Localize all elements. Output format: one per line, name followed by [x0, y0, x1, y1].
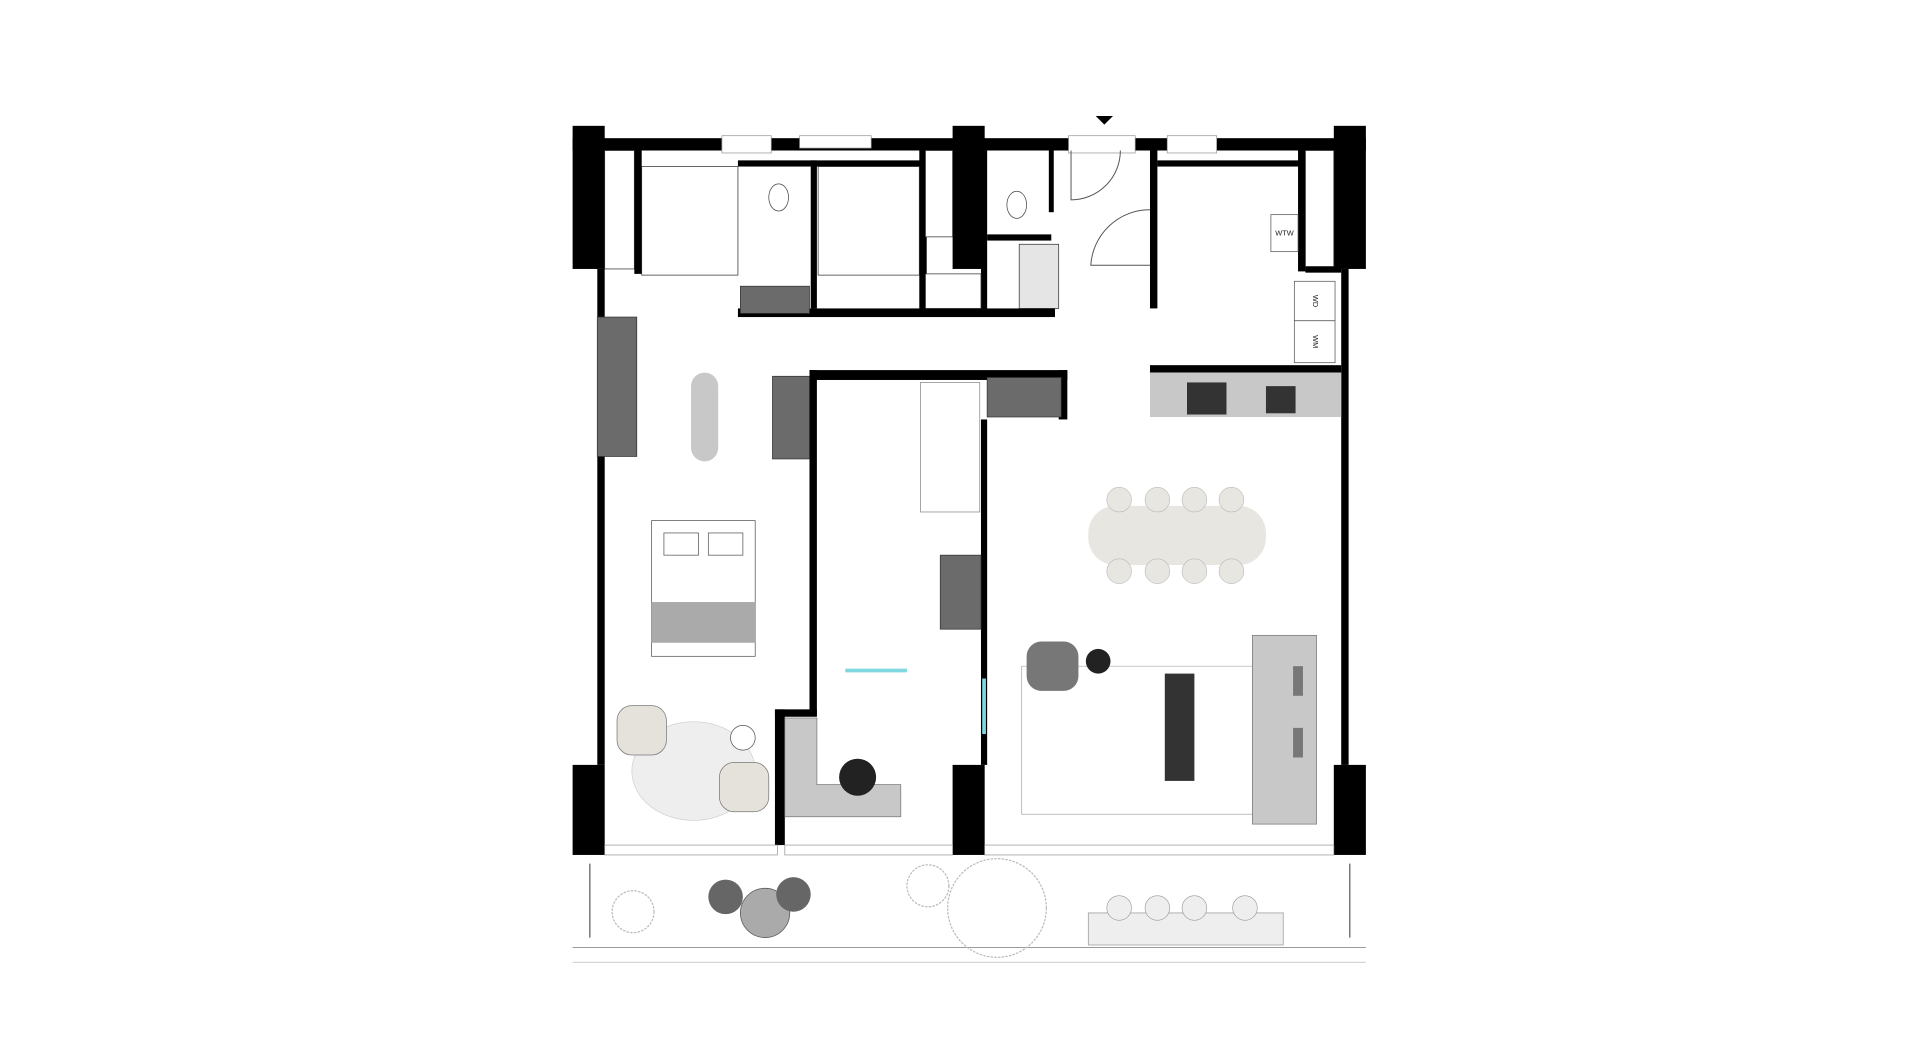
- dining-table: [1088, 505, 1266, 566]
- single-bed: [920, 382, 981, 513]
- dryer-label: WD: [1311, 295, 1320, 307]
- washing-machine: [1293, 320, 1336, 364]
- sliding-door[interactable]: [845, 668, 907, 673]
- toilets: [768, 183, 1027, 219]
- bathroom-wall: [737, 308, 1055, 318]
- sofa: [1252, 634, 1317, 825]
- living-furniture: [1021, 486, 1317, 825]
- column-bottom-left: [572, 764, 605, 855]
- study-wall: [980, 419, 988, 765]
- right-wall: [1341, 268, 1349, 765]
- walls: [572, 125, 1366, 855]
- column-bottom-middle: [952, 764, 985, 855]
- kitchen: WTW WD WM: [1149, 214, 1342, 417]
- corridor-wall: [809, 370, 1068, 380]
- closets: [596, 150, 1335, 630]
- laundry-wall: [1149, 150, 1158, 309]
- armchair: [1026, 641, 1079, 691]
- plant-icon: [611, 890, 655, 934]
- left-wall: [597, 268, 605, 765]
- plant-icon: [906, 864, 950, 908]
- desk: [784, 717, 902, 818]
- doors[interactable]: [1070, 150, 1150, 266]
- entrance-arrow-icon: [1095, 115, 1113, 125]
- bedroom-wall: [809, 370, 817, 716]
- washing-machine-label: WM: [1311, 335, 1320, 348]
- bedroom-wall-lower: [774, 709, 785, 846]
- side-table: [1085, 648, 1111, 674]
- cooktop-icon: [1186, 382, 1227, 415]
- balcony: [572, 858, 1366, 963]
- column-bottom-right: [1333, 764, 1366, 855]
- windows: [604, 135, 1335, 856]
- top-wall: [572, 138, 1366, 151]
- bedroom-furniture: [616, 372, 770, 821]
- plant-icon: [947, 858, 1047, 958]
- wtw-unit: [1270, 214, 1299, 253]
- vanity-island: [691, 372, 719, 462]
- coffee-table: [1164, 673, 1195, 781]
- sink-icon: [1265, 386, 1296, 414]
- wtw-label: WTW: [1275, 229, 1293, 238]
- kitchen-counter: [1149, 372, 1342, 417]
- study-furniture: [784, 382, 986, 818]
